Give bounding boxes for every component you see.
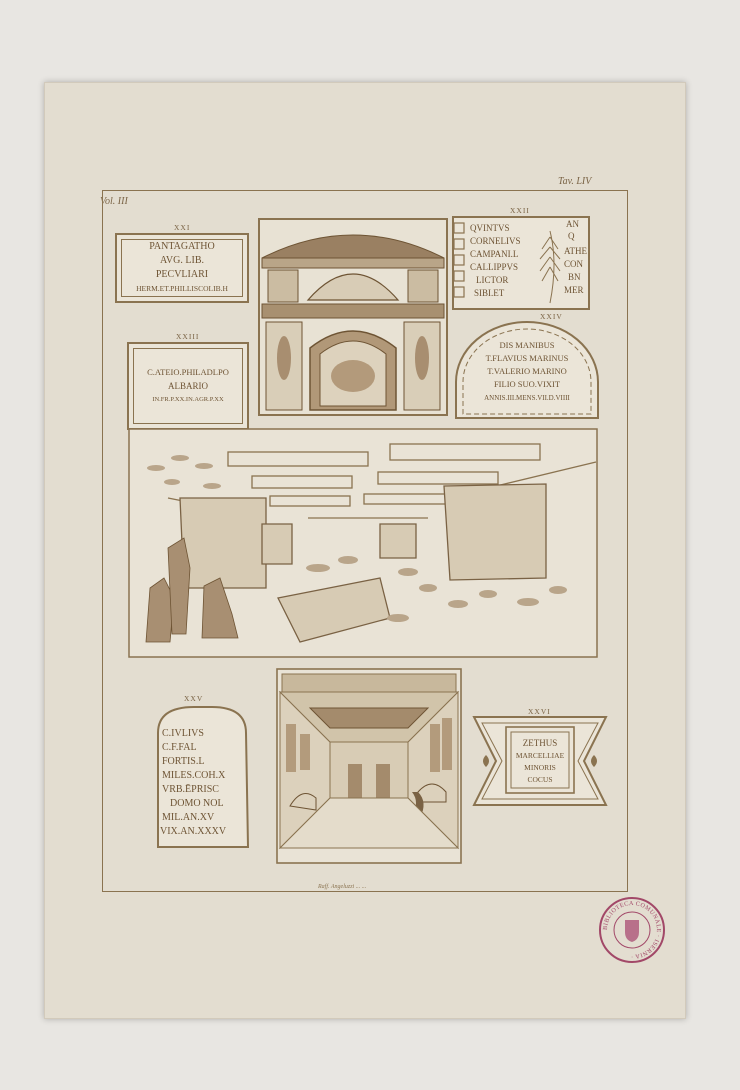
fresco-illustration: [258, 218, 448, 416]
inscription-line: CON: [564, 259, 584, 269]
interior-illustration: [276, 668, 462, 864]
inscription-line: C.ATEIO.PHILADLPO: [147, 367, 229, 377]
inscription-line: FILIO SUO.VIXIT: [494, 379, 561, 389]
inscription-line: AN: [566, 219, 579, 229]
figure-number-xxiii: XXIII: [176, 332, 200, 341]
inscription-line: ALBARIO: [168, 381, 208, 391]
figure-number-xxv: XXV: [184, 694, 204, 703]
inscription-line: ANNIS.III.MENS.VII.D.VIIII: [484, 394, 570, 402]
inscription-line: PECVLIARI: [155, 269, 209, 280]
figure-number-xxii: XXII: [510, 206, 530, 215]
inscription-line: IN.FR.P.XX.IN.AGR.P.XX: [152, 396, 224, 403]
engraver-credit: Raff. Angeluzzi ... ...: [318, 884, 367, 890]
inscription-line: ATHE: [564, 246, 587, 256]
figure-number-xxiv: XXIV: [540, 312, 563, 321]
inscription-line: MILES.COH.X: [162, 770, 226, 781]
inscription-line: VIX.AN.XXXV: [160, 826, 227, 837]
inscription-line: VRB.ĒPRISC: [162, 784, 219, 795]
inscription-xxvi: ZETHUS MARCELLIAE MINORIS COCUS: [472, 716, 608, 806]
inscription-line: DOMO NOL: [170, 798, 224, 809]
inscription-line: CAMPANI.L: [470, 249, 518, 259]
volume-label: Vol. III: [100, 196, 128, 207]
inscription-line: AVG. LIB.: [160, 255, 204, 266]
inscription-line: FORTIS.L: [162, 756, 204, 767]
inscription-line: MER: [564, 285, 584, 295]
inscription-xxv: C.IVLIVS C.F.FAL FORTIS.L MILES.COH.X VR…: [157, 706, 250, 848]
inscription-line: PANTAGATHO: [149, 241, 215, 252]
figure-number-xxvi: XXVI: [528, 707, 551, 716]
inscription-line: LICTOR: [476, 275, 508, 285]
inscription-line: CORNELIVS: [470, 236, 521, 246]
inscription-xxi: PANTAGATHO AVG. LIB. PECVLIARI HERM.ET.P…: [115, 233, 249, 303]
inscription-xxiv: DIS MANIBUS T.FLAVIUS MARINUS T.VALERIO …: [455, 321, 599, 419]
inscription-line: QVINTVS: [470, 223, 510, 233]
inscription-line: Q: [568, 231, 575, 241]
inscription-line: T.FLAVIUS MARINUS: [486, 353, 569, 363]
figure-number-xxi: XXI: [174, 223, 191, 232]
inscription-line: HERM.ET.PHILLISCOLIB.H: [136, 284, 228, 293]
inscription-line: BN: [568, 272, 581, 282]
inscription-line: MINORIS: [524, 763, 556, 772]
inscription-line: MIL.AN.XV: [162, 812, 215, 823]
library-stamp: BIBLIOTECA COMUNALE · ISERNIA ·: [599, 897, 665, 963]
plate-number: Tav. LIV: [558, 176, 592, 187]
inscription-line: T.VALERIO MARINO: [487, 366, 567, 376]
inscription-line: CALLIPPVS: [470, 262, 518, 272]
inscription-xxii: QVINTVS CORNELIVS CAMPANI.L CALLIPPVS LI…: [452, 216, 590, 310]
inscription-line: ZETHUS: [523, 738, 558, 748]
inscription-line: SIBI.ET: [474, 288, 505, 298]
inscription-line: COCUS: [527, 775, 552, 784]
inscription-line: C.IVLIVS: [162, 728, 204, 739]
inscription-line: DIS MANIBUS: [499, 340, 554, 350]
plate-frame: [102, 190, 628, 892]
inscription-xxiii: C.ATEIO.PHILADLPO ALBARIO IN.FR.P.XX.IN.…: [127, 342, 249, 430]
inscription-line: MARCELLIAE: [516, 751, 565, 760]
inscription-line: C.F.FAL: [162, 742, 197, 753]
ruins-illustration: [128, 428, 598, 658]
